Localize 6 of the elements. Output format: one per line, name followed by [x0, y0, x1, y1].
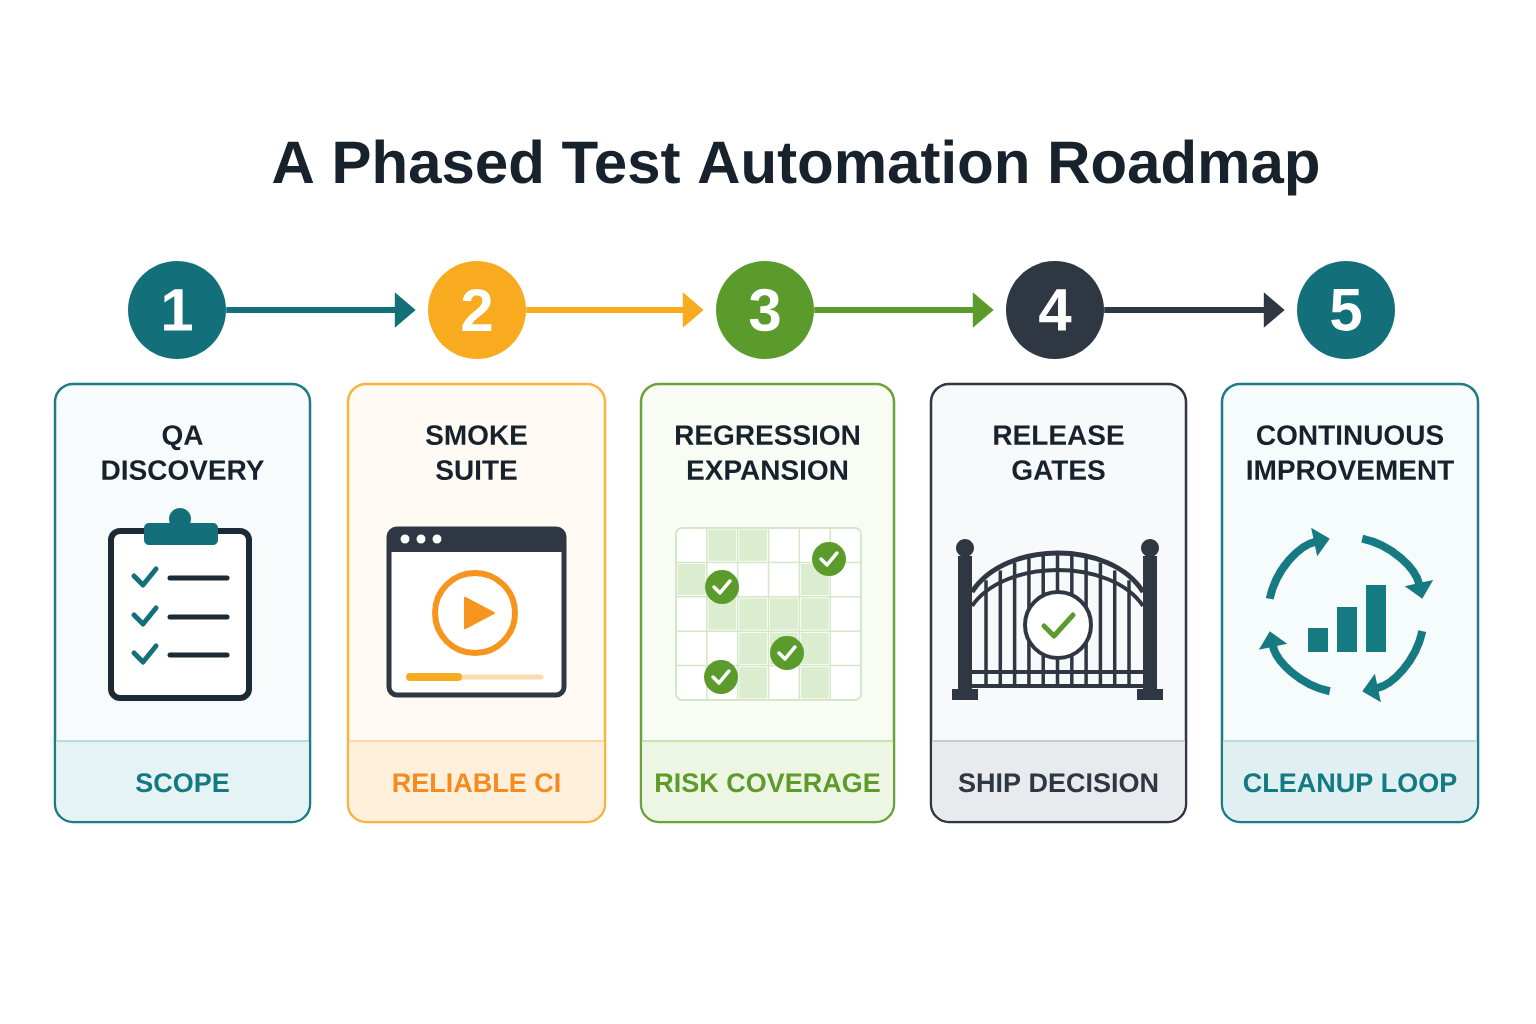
footer-band: RISK COVERAGE	[641, 740, 894, 821]
footer-band: CLEANUP LOOP	[1222, 740, 1478, 821]
footer-band: SCOPE	[55, 740, 310, 821]
footer-band: RELIABLE CI	[348, 740, 605, 821]
title: A Phased Test Automation Roadmap	[273, 139, 1318, 196]
footer-band: SHIP DECISION	[931, 740, 1186, 821]
